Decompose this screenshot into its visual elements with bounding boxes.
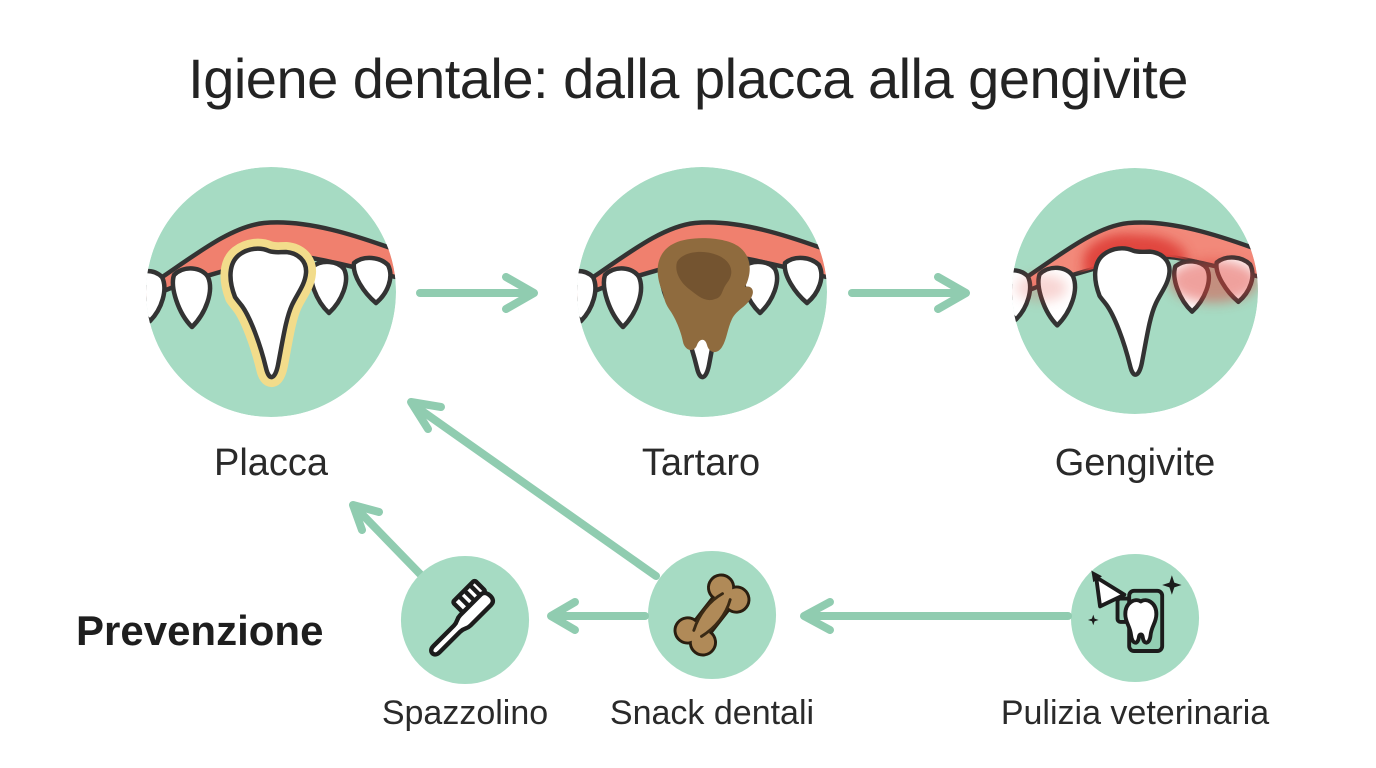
prevention-item-pulizia-veterinaria xyxy=(1069,552,1201,684)
prevention-item-spazzolino xyxy=(399,554,531,686)
prevention-label-spazzolino: Spazzolino xyxy=(381,694,549,732)
arrow-pulizia-to-snack xyxy=(800,598,1072,634)
toothbrush-icon xyxy=(400,555,530,685)
tartar-tooth-illustration xyxy=(577,167,827,417)
light-beam-shape xyxy=(1094,575,1127,609)
tooth-glyph xyxy=(1123,598,1159,645)
prevention-label-snack-dentali: Snack dentali xyxy=(609,694,815,732)
stage-label-placca: Placca xyxy=(213,442,329,484)
stage-tartaro xyxy=(577,167,827,417)
arrow-snack-to-spazzolino xyxy=(547,598,649,634)
arrow-tartaro-to-gengivite xyxy=(848,273,970,313)
page-title: Igiene dentale: dalla placca alla gengiv… xyxy=(188,47,1188,110)
tartar-dark-patch xyxy=(676,251,732,301)
stage-label-gengivite: Gengivite xyxy=(1054,442,1216,484)
arrow-placca-to-tartaro xyxy=(416,273,538,313)
gingivitis-tooth-illustration xyxy=(1012,168,1258,414)
arrow-spazzolino-to-placca xyxy=(349,501,426,580)
dental-chew-bone-icon xyxy=(647,550,777,680)
stage-gengivite xyxy=(1012,168,1258,414)
beam-tip-triangle xyxy=(1091,570,1102,583)
arrow-snack-to-placca xyxy=(407,398,660,580)
stage-label-tartaro: Tartaro xyxy=(641,442,761,484)
plaque-tooth-illustration xyxy=(146,167,396,417)
veterinary-tooth-cleaning-icon xyxy=(1070,553,1200,683)
prevention-label-pulizia-veterinaria: Pulizia veterinaria xyxy=(1000,694,1270,732)
inflamed-right-teeth-tint xyxy=(1169,259,1258,303)
prevention-heading: Prevenzione xyxy=(76,607,324,654)
prevention-item-snack-dentali xyxy=(646,549,778,681)
inflamed-left-teeth-tint xyxy=(1015,274,1068,302)
bone-inset-lines xyxy=(692,592,732,638)
stage-placca xyxy=(146,167,396,417)
